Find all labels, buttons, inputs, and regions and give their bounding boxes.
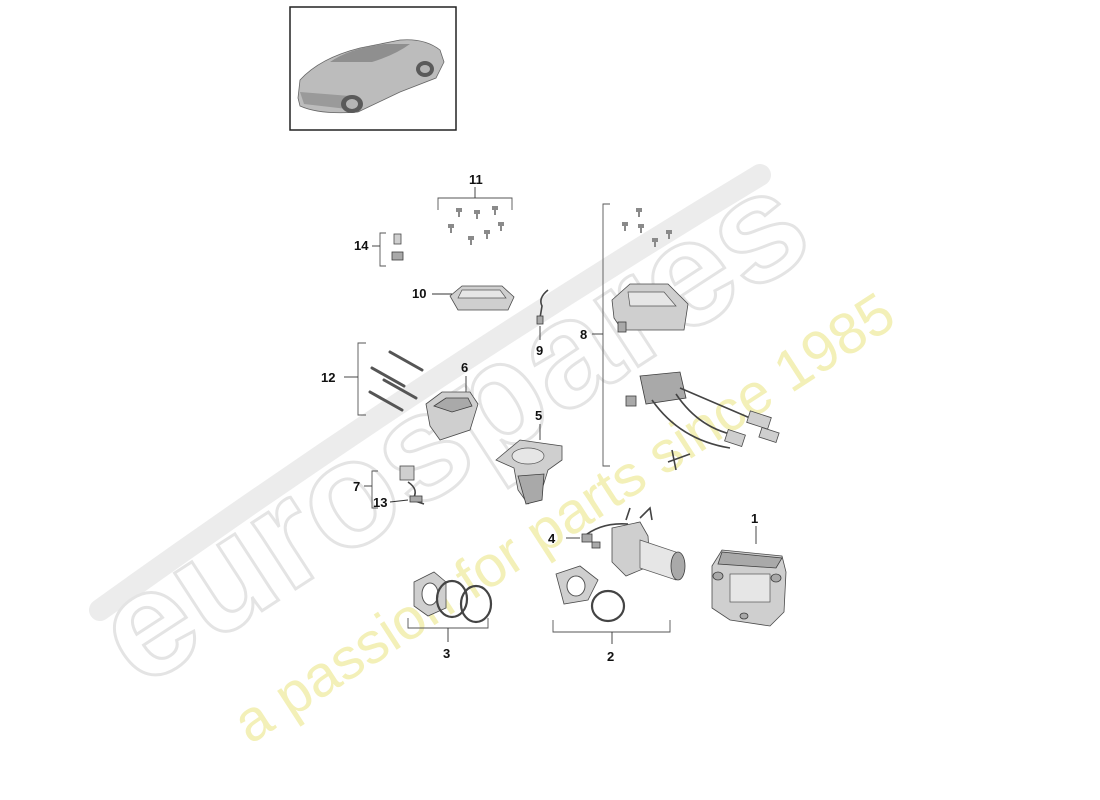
bracket-2 [552, 620, 671, 633]
o-ring-3b-icon [459, 584, 493, 624]
clip-icon [391, 251, 404, 261]
bracket-7 [371, 470, 378, 509]
callout-2: 2 [607, 649, 614, 664]
part-6[interactable]: 6 [425, 360, 479, 441]
o-ring-3a-icon [435, 579, 469, 619]
part-10[interactable]: 10 [412, 285, 515, 311]
part-14[interactable]: 14 [354, 232, 404, 267]
bracket-screw-icon [667, 449, 691, 471]
part-4[interactable]: 4 [548, 522, 629, 549]
part-5[interactable]: 5 [495, 408, 563, 505]
callout-1: 1 [751, 511, 758, 526]
vehicle-thumbnail[interactable] [289, 6, 457, 131]
callout-8: 8 [580, 327, 587, 342]
sensor-icon [399, 465, 415, 481]
part-9[interactable]: 9 [536, 289, 549, 358]
bracket-8 [602, 203, 610, 467]
callout-14: 14 [354, 238, 369, 253]
callout-12: 12 [321, 370, 335, 385]
bolt-icons-12 [368, 350, 424, 412]
clip-13-icon [409, 495, 423, 503]
callout-11: 11 [469, 172, 483, 187]
part-12[interactable]: 12 [321, 342, 424, 416]
car-thumbnail-icon [297, 39, 445, 114]
bracket-12 [357, 342, 366, 416]
part-8[interactable]: 8 [580, 203, 780, 471]
callout-7: 7 [353, 479, 360, 494]
part-11-screws[interactable]: 11 [437, 172, 513, 245]
callout-6: 6 [461, 360, 468, 375]
part-1[interactable]: 1 [711, 511, 787, 627]
part-7-13[interactable]: 7 13 [353, 465, 425, 510]
nut-icon [393, 233, 402, 245]
part-3[interactable]: 3 [407, 571, 493, 661]
bracket-14 [379, 232, 386, 267]
o-ring-2-icon [590, 589, 626, 623]
screw-icons-8 [622, 208, 672, 247]
watermark-swoosh [89, 164, 771, 621]
callout-4: 4 [548, 531, 556, 546]
callout-9: 9 [536, 343, 543, 358]
bracket-11 [437, 197, 513, 210]
sensor-lead-icon [539, 289, 549, 319]
part-2[interactable]: 2 [552, 506, 686, 664]
watermark: eurospares a passion for parts since 198… [64, 134, 906, 756]
callout-5: 5 [535, 408, 542, 423]
callout-13: 13 [373, 495, 387, 510]
screw-icons-11 [448, 206, 504, 245]
wiring-harness-icon [639, 371, 687, 405]
leader-13 [389, 499, 409, 503]
callout-3: 3 [443, 646, 450, 661]
callout-10: 10 [412, 286, 426, 301]
